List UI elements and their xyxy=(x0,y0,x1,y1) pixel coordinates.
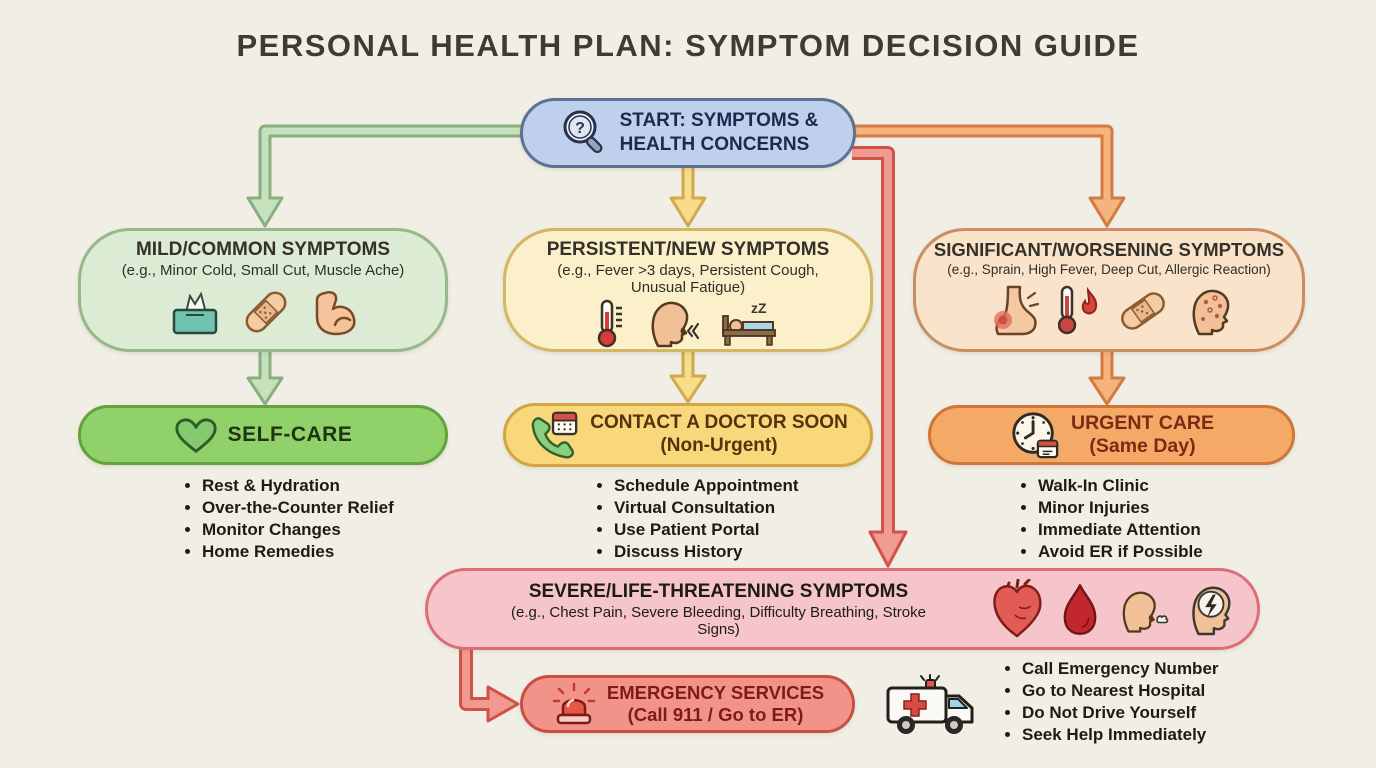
page-title: PERSONAL HEALTH PLAN: SYMPTOM DECISION G… xyxy=(236,28,1140,63)
action-self-care: SELF-CARE xyxy=(78,405,448,465)
sleep-zz-glyph: zZ xyxy=(751,300,767,316)
thermometer-icon xyxy=(597,300,622,348)
arrow-start-to-severe xyxy=(852,146,908,568)
urgent-care-bullet-list: Walk-In Clinic Minor Injuries Immediate … xyxy=(1018,476,1203,564)
severe-text: SEVERE/LIFE-THREATENING SYMPTOMS (e.g., … xyxy=(446,581,991,639)
severe-examples-line2: Signs) xyxy=(697,621,740,639)
list-item: Home Remedies xyxy=(202,542,394,561)
list-item: Virtual Consultation xyxy=(614,498,799,517)
branch-mild-common-symptoms: MILD/COMMON SYMPTOMS (e.g., Minor Cold, … xyxy=(78,228,448,352)
stroke-head-icon xyxy=(1192,586,1231,636)
branch-title: MILD/COMMON SYMPTOMS xyxy=(135,239,391,260)
clock-calendar-icon xyxy=(1012,412,1059,459)
action-subtitle: (Call 911 / Go to ER) xyxy=(627,704,804,725)
list-item: Seek Help Immediately xyxy=(1022,725,1219,744)
start-label-line2: HEALTH CONCERNS xyxy=(619,134,810,155)
sprained-ankle-icon xyxy=(994,286,1040,336)
magnifier-question-icon: ? xyxy=(563,110,603,154)
mild-icon-row xyxy=(81,287,445,337)
severe-examples: (e.g., Chest Pain, Severe Bleeding, Diff… xyxy=(446,604,991,639)
list-item: Do Not Drive Yourself xyxy=(1022,703,1219,722)
bandage-icon xyxy=(245,291,287,333)
anatomical-heart-icon xyxy=(993,579,1042,638)
list-item: Monitor Changes xyxy=(202,520,394,539)
list-item: Walk-In Clinic xyxy=(1038,476,1203,495)
branch-examples: (e.g., Minor Cold, Small Cut, Muscle Ach… xyxy=(121,261,405,279)
bandage-icon xyxy=(1121,292,1165,331)
action-emergency-services: EMERGENCY SERVICES (Call 911 / Go to ER) xyxy=(520,675,855,733)
start-label-line1: START: SYMPTOMS & xyxy=(619,110,819,132)
list-item: Use Patient Portal xyxy=(614,520,799,539)
tissue-box-icon xyxy=(172,291,218,334)
action-title: EMERGENCY SERVICES xyxy=(606,681,825,703)
arrow-start-to-persistent xyxy=(669,164,707,228)
branch-persistent-new-symptoms: PERSISTENT/NEW SYMPTOMS (e.g., Fever >3 … xyxy=(503,228,873,352)
green-heart-icon xyxy=(175,418,217,453)
list-item: Call Emergency Number xyxy=(1022,659,1219,678)
arrow-persistent-to-doctor xyxy=(669,350,707,404)
self-care-bullet-list: Rest & Hydration Over-the-Counter Relief… xyxy=(182,476,394,564)
list-item: Minor Injuries xyxy=(1038,498,1203,517)
action-label: EMERGENCY SERVICES (Call 911 / Go to ER) xyxy=(607,682,824,726)
arrow-mild-to-selfcare xyxy=(246,350,284,406)
severe-icon-row xyxy=(989,579,1235,639)
list-item: Immediate Attention xyxy=(1038,520,1203,539)
action-title: CONTACT A DOCTOR SOON xyxy=(590,412,848,434)
high-fever-thermometer-icon xyxy=(1058,286,1098,335)
question-mark-glyph: ? xyxy=(575,120,585,137)
branch-title: PERSISTENT/NEW SYMPTOMS xyxy=(546,239,830,260)
significant-icon-row xyxy=(916,284,1302,336)
branch-severe-life-threatening: SEVERE/LIFE-THREATENING SYMPTOMS (e.g., … xyxy=(425,568,1260,650)
breathing-difficulty-face-icon xyxy=(1122,591,1169,633)
start-label: START: SYMPTOMS & HEALTH CONCERNS xyxy=(620,109,819,157)
list-item: Go to Nearest Hospital xyxy=(1022,681,1219,700)
ambulance-wrap xyxy=(884,674,978,743)
sleeping-in-bed-icon: zZ xyxy=(722,300,776,347)
list-item: Avoid ER if Possible xyxy=(1038,542,1203,561)
blood-drop-icon xyxy=(1063,584,1097,635)
siren-icon xyxy=(552,682,596,725)
branch-examples: (e.g., Fever >3 days, Persistent Cough, … xyxy=(506,261,870,297)
action-subtitle: (Non-Urgent) xyxy=(660,435,778,456)
allergic-reaction-face-icon xyxy=(1192,290,1230,336)
action-label: CONTACT A DOCTOR SOON (Non-Urgent) xyxy=(590,412,848,458)
action-urgent-care: URGENT CARE (Same Day) xyxy=(928,405,1295,465)
start-node: ? START: SYMPTOMS & HEALTH CONCERNS xyxy=(520,98,856,168)
doctor-bullet-list: Schedule Appointment Virtual Consultatio… xyxy=(594,476,799,564)
list-item: Schedule Appointment xyxy=(614,476,799,495)
list-item: Discuss History xyxy=(614,542,799,561)
coughing-face-icon xyxy=(651,302,700,348)
arrow-significant-to-urgent xyxy=(1088,350,1126,406)
severe-examples-line1: (e.g., Chest Pain, Severe Bleeding, Diff… xyxy=(511,604,926,621)
action-contact-doctor: CONTACT A DOCTOR SOON (Non-Urgent) xyxy=(503,403,873,467)
flexed-bicep-icon xyxy=(315,290,356,335)
ambulance-icon xyxy=(886,674,974,734)
list-item: Over-the-Counter Relief xyxy=(202,498,394,517)
severe-title: SEVERE/LIFE-THREATENING SYMPTOMS xyxy=(528,581,909,602)
arrow-start-to-significant xyxy=(852,124,1126,228)
branch-examples-line1: (e.g., Fever >3 days, Persistent Cough, xyxy=(557,261,819,279)
action-title: URGENT CARE xyxy=(1070,411,1214,434)
arrow-severe-to-emergency xyxy=(459,646,520,723)
action-label: URGENT CARE (Same Day) xyxy=(1071,412,1214,459)
arrow-start-to-mild xyxy=(246,124,524,228)
branch-examples-line2: Unusual Fatigue) xyxy=(630,278,746,296)
branch-significant-worsening-symptoms: SIGNIFICANT/WORSENING SYMPTOMS (e.g., Sp… xyxy=(913,228,1305,352)
list-item: Rest & Hydration xyxy=(202,476,394,495)
emergency-bullet-list: Call Emergency Number Go to Nearest Hosp… xyxy=(1002,659,1219,747)
branch-examples: (e.g., Sprain, High Fever, Deep Cut, All… xyxy=(947,262,1271,278)
phone-calendar-icon xyxy=(531,411,578,459)
action-label: SELF-CARE xyxy=(227,423,353,446)
branch-title: SIGNIFICANT/WORSENING SYMPTOMS xyxy=(933,239,1285,260)
persistent-icon-row: zZ xyxy=(506,298,870,348)
action-subtitle: (Same Day) xyxy=(1089,435,1196,457)
